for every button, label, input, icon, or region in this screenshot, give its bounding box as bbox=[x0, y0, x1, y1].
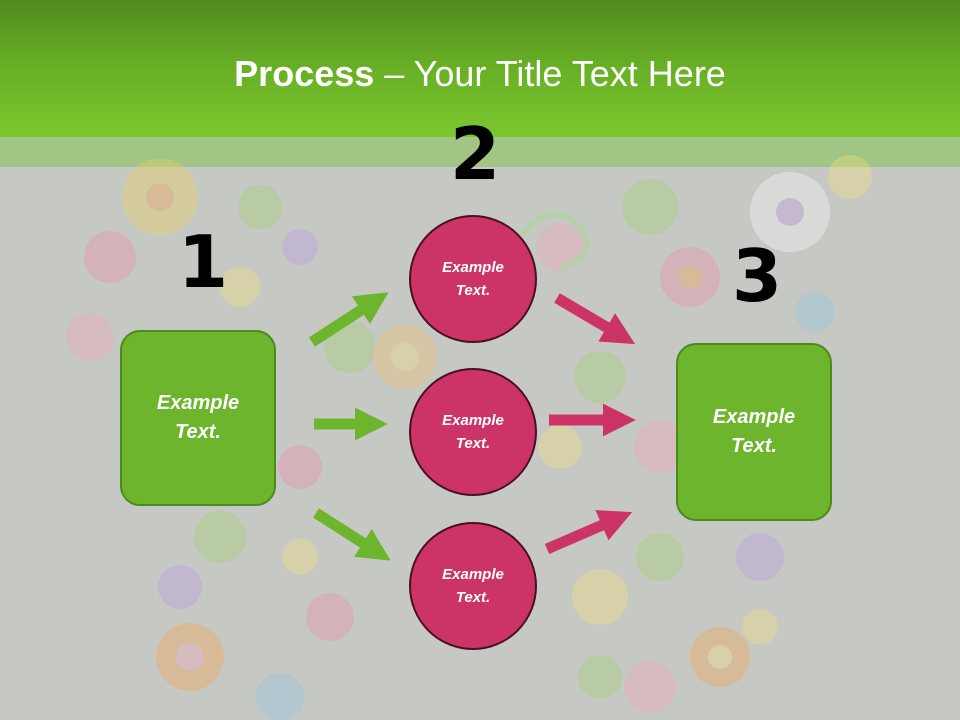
step-number-3: 3 bbox=[732, 234, 783, 318]
step-2-circle-middle: Example Text. bbox=[409, 368, 537, 496]
arrow-1-to-2-bottom bbox=[313, 508, 391, 561]
step-2-circle-middle-text: Example Text. bbox=[442, 412, 504, 452]
title-bold: Process bbox=[234, 53, 375, 94]
title-bar bbox=[0, 0, 960, 137]
title-rest: – Your Title Text Here bbox=[374, 53, 726, 94]
title-bar-band bbox=[0, 137, 960, 167]
arrow-2-to-3-bottom bbox=[544, 510, 633, 555]
step-number-2: 2 bbox=[450, 112, 501, 196]
step-2-circle-bottom: Example Text. bbox=[409, 522, 537, 650]
step-2-circle-top-text: Example Text. bbox=[442, 259, 504, 299]
step-2-circle-top: Example Text. bbox=[409, 215, 537, 343]
step-2-circle-bottom-text: Example Text. bbox=[442, 566, 504, 606]
step-1-box-text: Example Text. bbox=[156, 392, 240, 443]
step-3-box: Example Text. bbox=[676, 343, 832, 521]
step-number-1: 1 bbox=[178, 220, 229, 304]
arrow-1-to-2-top bbox=[309, 292, 389, 347]
step-3-box-text: Example Text. bbox=[712, 406, 796, 457]
slide-title: Process – Your Title Text Here bbox=[0, 52, 960, 96]
arrow-2-to-3-top bbox=[554, 293, 636, 345]
step-1-box: Example Text. bbox=[120, 330, 276, 506]
floral-background bbox=[66, 155, 872, 720]
